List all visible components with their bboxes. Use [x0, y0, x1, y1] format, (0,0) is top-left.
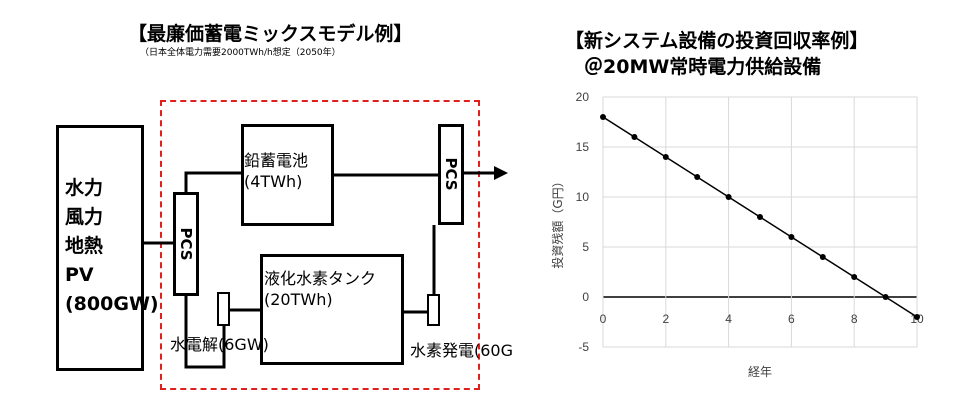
y-axis-label: 投資残額（G円） — [550, 175, 565, 268]
data-point — [914, 314, 920, 320]
connector-pcs-battery — [184, 171, 243, 193]
data-point — [600, 114, 606, 120]
x-tick-label: 4 — [725, 312, 732, 326]
x-tick-label: 6 — [788, 312, 795, 326]
y-tick-label: 15 — [576, 140, 590, 154]
storage-system-boundary — [160, 100, 480, 390]
chart-title: 【新システム設備の投資回収率例】 — [565, 30, 869, 52]
y-tick-label: 0 — [582, 290, 589, 304]
h2-tank-box — [260, 254, 404, 365]
data-point — [694, 174, 701, 180]
x-tick-label: 0 — [600, 312, 607, 326]
connector-pcs-electrolysis — [184, 295, 226, 369]
data-point — [662, 154, 669, 160]
pcs-left-label: PCS — [177, 227, 195, 261]
x-tick-label: 8 — [851, 312, 858, 326]
diagram-connectors — [143, 166, 508, 369]
chart-subtitle: ＠20MW常時電力供給設備 — [584, 56, 822, 78]
data-point — [819, 254, 826, 260]
lead-battery-label: 鉛蓄電池 (4TWh) — [244, 151, 309, 191]
x-axis-label: 経年 — [748, 365, 772, 379]
investment-chart: -5051015200246810経年投資残額（G円） — [550, 90, 924, 379]
data-point — [757, 214, 763, 220]
electrolysis-unit — [217, 292, 230, 326]
y-tick-label: -5 — [578, 340, 589, 354]
y-tick-label: 5 — [582, 240, 589, 254]
data-point — [851, 274, 858, 280]
h2-power-label: 水素発電(60G — [410, 341, 514, 360]
data-point — [631, 134, 638, 140]
pcs-right — [438, 124, 464, 225]
pcs-right-label: PCS — [442, 157, 460, 191]
energy-sources-box: 水力 風力 地熱 PV (800GW) — [56, 125, 159, 371]
data-point — [788, 234, 795, 240]
h2-power-unit — [427, 294, 440, 326]
y-tick-label: 20 — [576, 90, 590, 104]
data-point — [882, 294, 889, 300]
data-point — [725, 194, 732, 200]
h2-tank-label: 液化水素タンク (20TWh) — [264, 269, 377, 309]
electrolysis-label: 水電解(6GW) — [170, 335, 269, 354]
plot-area — [602, 96, 918, 348]
lead-battery-box — [241, 124, 334, 226]
diagram-subtitle: （日本全体電力需要2000TWh/h想定（2050年） — [140, 48, 341, 58]
y-tick-label: 10 — [576, 190, 590, 204]
diagram-title: 【最廉価蓄電ミックスモデル例】 — [128, 23, 413, 45]
x-tick-label: 2 — [662, 312, 669, 326]
output-arrow-icon — [494, 166, 508, 180]
pcs-left — [173, 192, 199, 296]
